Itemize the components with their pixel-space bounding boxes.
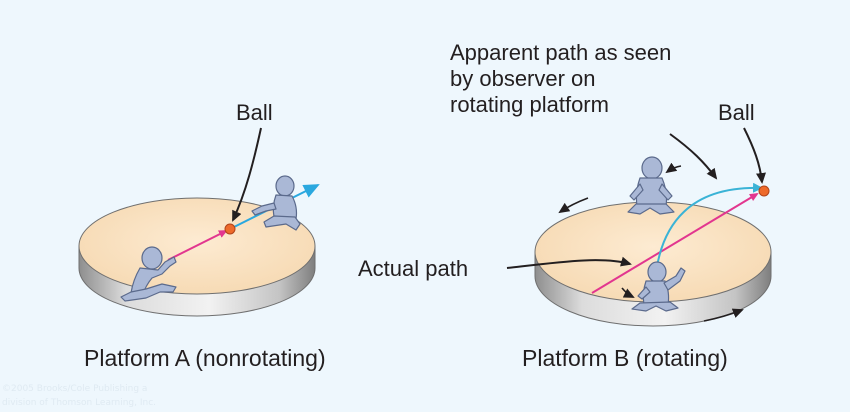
rotation-arrow-icon bbox=[621, 287, 635, 298]
apparent-path-line-3: rotating platform bbox=[450, 92, 609, 117]
throw-arrow-a bbox=[167, 230, 228, 261]
actual-path-arrow bbox=[591, 192, 759, 294]
apparent-path-line-2: by observer on bbox=[450, 66, 596, 91]
credit-line-1: ©2005 Brooks/Cole Publishing a bbox=[2, 384, 148, 394]
actual-path-pointer bbox=[506, 256, 632, 269]
actual-path-label: Actual path bbox=[358, 256, 469, 281]
person-figure-icon bbox=[251, 175, 301, 231]
rotation-arrow-icon bbox=[665, 162, 682, 174]
apparent-path-label: Apparent path as seen by observer on rot… bbox=[450, 40, 671, 118]
copyright-credit: ©2005 Brooks/Cole Publishing a division … bbox=[0, 380, 200, 412]
rotation-arrow-icon bbox=[558, 197, 589, 214]
platform-b-caption: Platform B (rotating) bbox=[522, 345, 728, 371]
credit-line-2: division of Thomson Learning, Inc. bbox=[2, 398, 157, 408]
ball-label-a: Ball bbox=[236, 100, 273, 125]
person-figure-icon bbox=[627, 156, 675, 215]
ball-label-b: Ball bbox=[718, 100, 755, 125]
person-figure-icon bbox=[631, 261, 686, 312]
ball-pointer-a bbox=[232, 127, 262, 222]
ball-icon bbox=[758, 185, 770, 197]
apparent-path-line-1: Apparent path as seen bbox=[450, 40, 672, 65]
rotation-arrow-icon bbox=[703, 308, 744, 322]
ball-icon bbox=[224, 223, 236, 235]
apparent-path-pointer bbox=[669, 133, 718, 180]
person-figure-icon bbox=[120, 246, 177, 302]
ball-pointer-b bbox=[743, 127, 766, 184]
platform-a-caption: Platform A (nonrotating) bbox=[84, 345, 326, 371]
